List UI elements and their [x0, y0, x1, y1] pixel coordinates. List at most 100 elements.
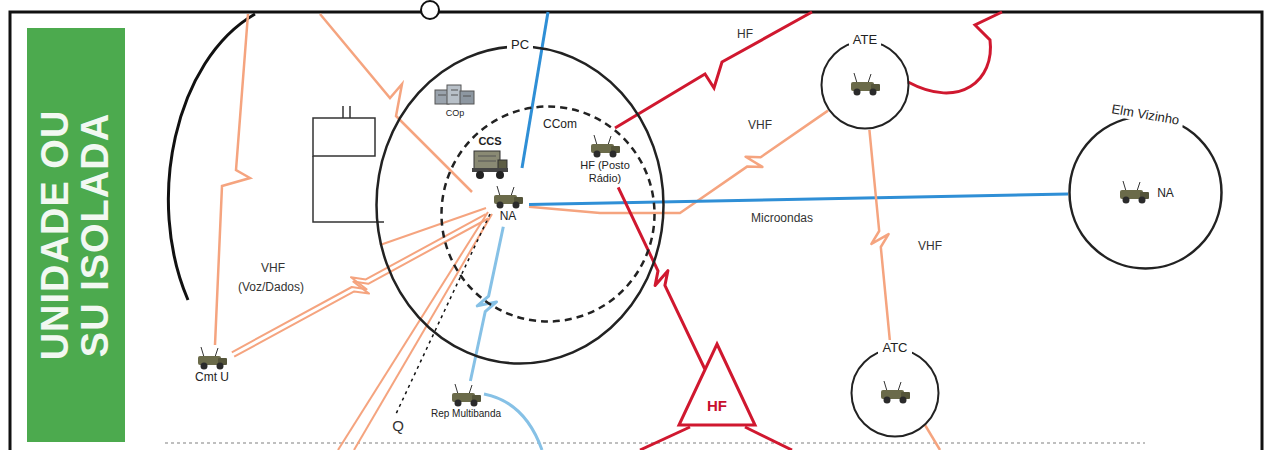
- icon-holder: [449, 384, 483, 408]
- building: [313, 106, 384, 222]
- neighbour-circle: Elm VizinhoNA: [1068, 115, 1223, 270]
- black-link: [168, 14, 255, 300]
- node-label: Cmt U: [195, 371, 229, 385]
- node-label: Rep Multibanda: [431, 408, 501, 420]
- hf-link: [615, 12, 812, 128]
- vehicle-icon: [491, 186, 525, 210]
- icon-holder: [1117, 181, 1151, 205]
- icon-holder: [850, 348, 940, 438]
- top-symbol: [421, 1, 439, 19]
- connector-line: [470, 227, 503, 381]
- connector: [618, 187, 705, 369]
- label-holder: PC: [375, 36, 665, 53]
- vhf-link: [925, 425, 940, 450]
- node-label: NA: [500, 210, 517, 224]
- circle-heading: Elm Vizinho: [1107, 100, 1185, 128]
- free-label-holder: HF: [735, 24, 755, 42]
- triangle-label: HF: [707, 397, 727, 414]
- edge-label-holder: VHF: [916, 235, 944, 254]
- node-label: CCS: [478, 135, 501, 148]
- circle-heading: CCom: [541, 117, 579, 131]
- node-label: COp: [446, 108, 465, 118]
- vhf-link: [215, 14, 250, 345]
- edge-label: VHF: [916, 239, 944, 253]
- icon-holder: [820, 40, 910, 130]
- circle-heading: ATC: [878, 340, 911, 355]
- icon-holder: [878, 381, 912, 405]
- vhf-link: [320, 14, 472, 192]
- circle-outline: [822, 42, 909, 129]
- hf-link: [908, 12, 1002, 93]
- node-label: HF (Posto Rádio): [565, 159, 645, 184]
- label-holder: Elm Vizinho: [1068, 93, 1224, 137]
- icon-holder: [195, 347, 229, 371]
- frame: [10, 12, 1262, 450]
- edge-label-holder: VHF: [746, 114, 774, 133]
- side-band: UNIDADE OU SU ISOLADA: [27, 28, 125, 442]
- circle-outline: [440, 105, 656, 323]
- cop-icon-node: COp: [431, 81, 479, 119]
- label-holder: ATC: [850, 339, 940, 356]
- hf-link: [640, 427, 690, 450]
- na-node: NA: [489, 185, 527, 225]
- connector-line: [618, 187, 705, 369]
- edge-label-holder: VHF (Voz/Dados): [236, 257, 308, 295]
- edge-label: Microondas: [749, 211, 815, 225]
- vehicle-icon: [588, 135, 622, 159]
- atc-circle: ATC: [850, 348, 940, 438]
- edge-label: VHF: [746, 118, 774, 132]
- circle-heading: PC: [507, 37, 533, 52]
- connector-line: [529, 111, 828, 213]
- comm-center-circle: CComCCS HF (Posto Rádio) NA: [440, 105, 656, 323]
- connector: [529, 111, 828, 213]
- free-label: HF: [735, 27, 755, 41]
- hf-link: [745, 427, 792, 450]
- circle-outline: [377, 47, 664, 364]
- edge-label-holder: Microondas: [749, 207, 815, 226]
- ate-circle: ATE: [820, 40, 910, 130]
- icon-holder: [491, 186, 525, 210]
- connector-line: [529, 194, 1068, 205]
- icon-holder: [588, 135, 622, 159]
- connector-line: [869, 130, 890, 348]
- vehicle-icon: [449, 384, 483, 408]
- connector: [470, 227, 503, 381]
- icon-holder: [433, 82, 477, 108]
- label-holder: UNIDADE OU SU ISOLADA: [36, 90, 116, 380]
- triangle-outline: [679, 344, 755, 425]
- microwave-link: [522, 12, 548, 168]
- vehicle-icon: [848, 73, 882, 97]
- circle-outline: [1070, 117, 1222, 269]
- icon-holder: [848, 73, 882, 97]
- repeater-node: Rep Multibanda: [429, 383, 503, 421]
- connector: [232, 214, 488, 357]
- node-label: NA: [1157, 186, 1174, 200]
- connector: [529, 194, 1068, 205]
- free-label-holder: Q: [390, 417, 406, 435]
- vehicle-icon: [878, 381, 912, 405]
- circle-outline: [442, 107, 655, 322]
- ccs-node: CCS: [468, 134, 512, 181]
- edge-label: VHF (Voz/Dados): [238, 261, 306, 294]
- band-title: UNIDADE OU SU ISOLADA: [34, 110, 116, 361]
- commander-node: Cmt U: [193, 346, 231, 386]
- command-post-circle: PCCOpCComCCSHF (Posto Rádio)NA: [375, 45, 665, 365]
- multiband-link: [484, 394, 542, 450]
- vehicle-icon: [1117, 181, 1151, 205]
- circle-heading: ATE: [849, 32, 881, 47]
- hf-triangle: HF: [677, 342, 757, 427]
- connector-line: [232, 214, 486, 352]
- cop-icon: [433, 82, 477, 108]
- radio-post-node: HF (Posto Rádio): [563, 134, 647, 185]
- connector: [869, 130, 890, 348]
- ccs-vehicle-icon: [470, 148, 510, 180]
- free-label: Q: [390, 417, 406, 434]
- label-holder: HF: [677, 397, 757, 415]
- icon-holder: NA: [1068, 115, 1223, 270]
- vehicle-icon: [195, 347, 229, 371]
- icon-holder: [470, 148, 510, 180]
- triangle-outline: [677, 342, 757, 427]
- circle-outline: [852, 350, 939, 437]
- label-holder: CCom: [440, 115, 656, 132]
